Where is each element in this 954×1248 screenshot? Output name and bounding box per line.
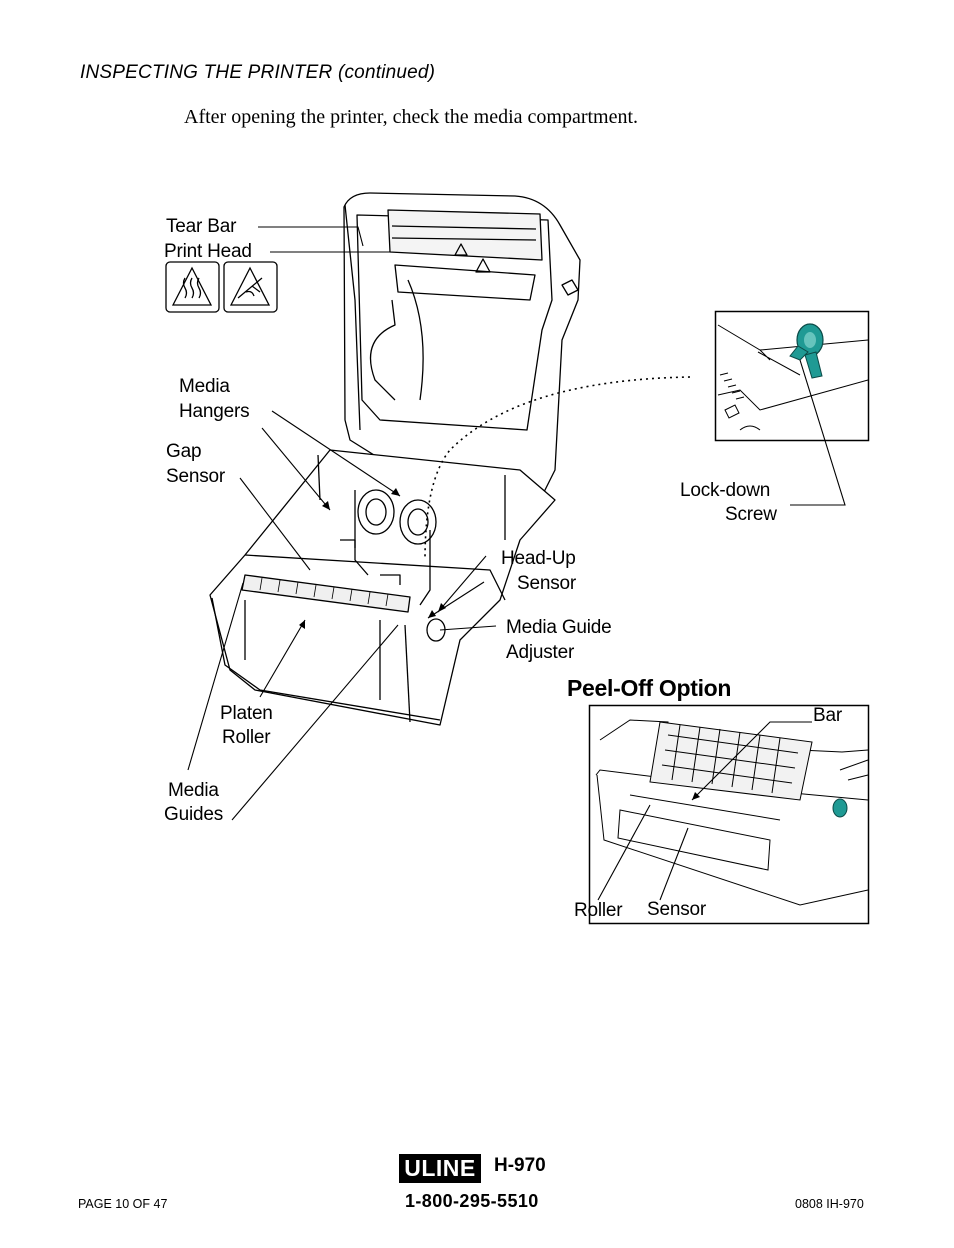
head-up-sensor-label-line2: Sensor: [517, 573, 577, 594]
media-hangers-label-line2: Hangers: [179, 401, 250, 422]
print-head-label: Print Head: [164, 241, 252, 262]
gap-sensor-label-line1: Gap: [166, 441, 202, 462]
lockdown-screw-label-line1: Lock-down: [680, 480, 771, 501]
peel-off-bar-label: Bar: [813, 705, 842, 726]
gap-sensor-label-line2: Sensor: [166, 466, 226, 487]
intro-text: After opening the printer, check the med…: [184, 106, 639, 128]
lockdown-screw-inset: [714, 310, 870, 442]
media-guides-label-line2: Guides: [164, 804, 224, 825]
media-guides-label-line1: Media: [168, 780, 219, 801]
static-discharge-warning-icon: [223, 261, 278, 313]
media-guide-adjuster-label-line2: Adjuster: [506, 642, 575, 663]
lockdown-screw-icon: [789, 323, 824, 379]
peel-off-sensor-label: Sensor: [647, 899, 707, 920]
peel-off-knob-icon: [832, 798, 848, 818]
head-up-sensor-label-line1: Head-Up: [501, 548, 576, 569]
lockdown-screw-label-line2: Screw: [725, 504, 777, 525]
tear-bar-label: Tear Bar: [166, 216, 237, 237]
peel-off-roller-label: Roller: [574, 900, 623, 921]
phone-number: 1-800-295-5510: [405, 1191, 539, 1211]
hot-surface-warning-icon: [165, 261, 220, 313]
peel-off-inset: [588, 704, 870, 925]
section-heading: INSPECTING THE PRINTER (continued): [80, 62, 436, 83]
peel-off-title: Peel-Off Option: [567, 675, 732, 701]
page-number: PAGE 10 OF 47: [78, 1197, 168, 1211]
brand-logo: ULINE: [399, 1154, 481, 1183]
media-hangers-label-line1: Media: [179, 376, 230, 397]
platen-roller-label-line2: Roller: [222, 727, 271, 748]
model-code: H-970: [494, 1155, 546, 1176]
platen-roller-label-line1: Platen: [220, 703, 273, 724]
document-code: 0808 IH-970: [795, 1197, 864, 1211]
media-guide-adjuster-label-line1: Media Guide: [506, 617, 612, 638]
